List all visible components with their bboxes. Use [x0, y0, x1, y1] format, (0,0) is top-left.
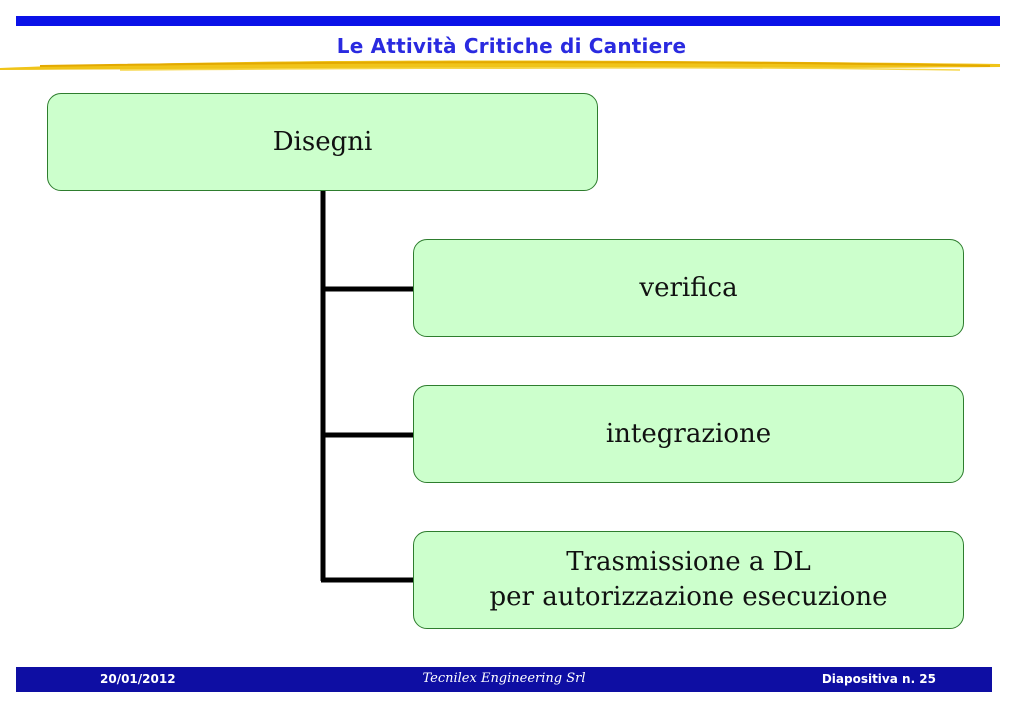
child-node-verifica: verifica: [413, 239, 964, 337]
top-blue-bar: [16, 16, 1000, 26]
child-node-label: verifica: [639, 273, 738, 303]
child-node-label-line-1: Trasmissione a DL: [566, 546, 811, 577]
footer-company: Tecnilex Engineering Srl: [422, 671, 586, 686]
child-node-label: integrazione: [605, 419, 772, 449]
footer-date: 20/01/2012: [100, 672, 176, 686]
slide-title: Le Attività Critiche di Cantiere: [336, 34, 687, 58]
child-node-trasmissione: Trasmissione a DL per autorizzazione ese…: [413, 531, 964, 629]
title-underline-swoosh: [0, 60, 1000, 71]
footer-slide-number: Diapositiva n. 25: [821, 672, 936, 686]
root-node-label: Disegni: [272, 127, 373, 157]
child-node-integrazione: integrazione: [413, 385, 964, 483]
root-node-disegni: Disegni: [47, 93, 598, 191]
footer-bar: 20/01/2012 Tecnilex Engineering Srl Diap…: [16, 667, 992, 692]
child-node-label-line-2: per autorizzazione esecuzione: [489, 582, 888, 612]
